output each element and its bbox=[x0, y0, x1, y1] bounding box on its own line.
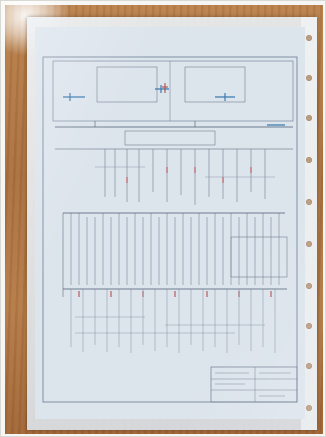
feeder-group-lower bbox=[70, 213, 280, 285]
punch-hole bbox=[306, 199, 312, 205]
schematic-drawing-sheet bbox=[35, 27, 305, 419]
sleeve-punched-edge bbox=[301, 17, 317, 430]
feeder-group-upper bbox=[104, 149, 266, 205]
punch-hole bbox=[306, 363, 312, 369]
top-left-box bbox=[96, 66, 158, 103]
blue-mark-center bbox=[155, 85, 169, 93]
blue-mark-right bbox=[215, 93, 235, 101]
punch-hole bbox=[306, 241, 312, 247]
punch-hole bbox=[306, 405, 312, 411]
faint-text-marks bbox=[75, 166, 275, 334]
right-block bbox=[230, 236, 288, 278]
title-block-marks bbox=[215, 372, 291, 397]
second-tier-box bbox=[124, 130, 216, 146]
punch-hole bbox=[306, 115, 312, 121]
output-lines bbox=[70, 289, 276, 353]
top-frame bbox=[52, 60, 294, 122]
punch-hole bbox=[306, 283, 312, 289]
top-right-box bbox=[184, 66, 246, 103]
title-block bbox=[210, 366, 298, 403]
schematic-diagram bbox=[42, 56, 298, 403]
punch-hole bbox=[306, 323, 312, 329]
punch-hole bbox=[306, 35, 312, 41]
drawing-border bbox=[42, 56, 298, 403]
punch-hole bbox=[306, 75, 312, 81]
red-components-lower bbox=[78, 291, 272, 297]
red-mark bbox=[162, 83, 168, 93]
red-components-upper bbox=[126, 167, 252, 183]
punch-hole bbox=[306, 157, 312, 163]
blue-mark-left bbox=[63, 93, 85, 101]
